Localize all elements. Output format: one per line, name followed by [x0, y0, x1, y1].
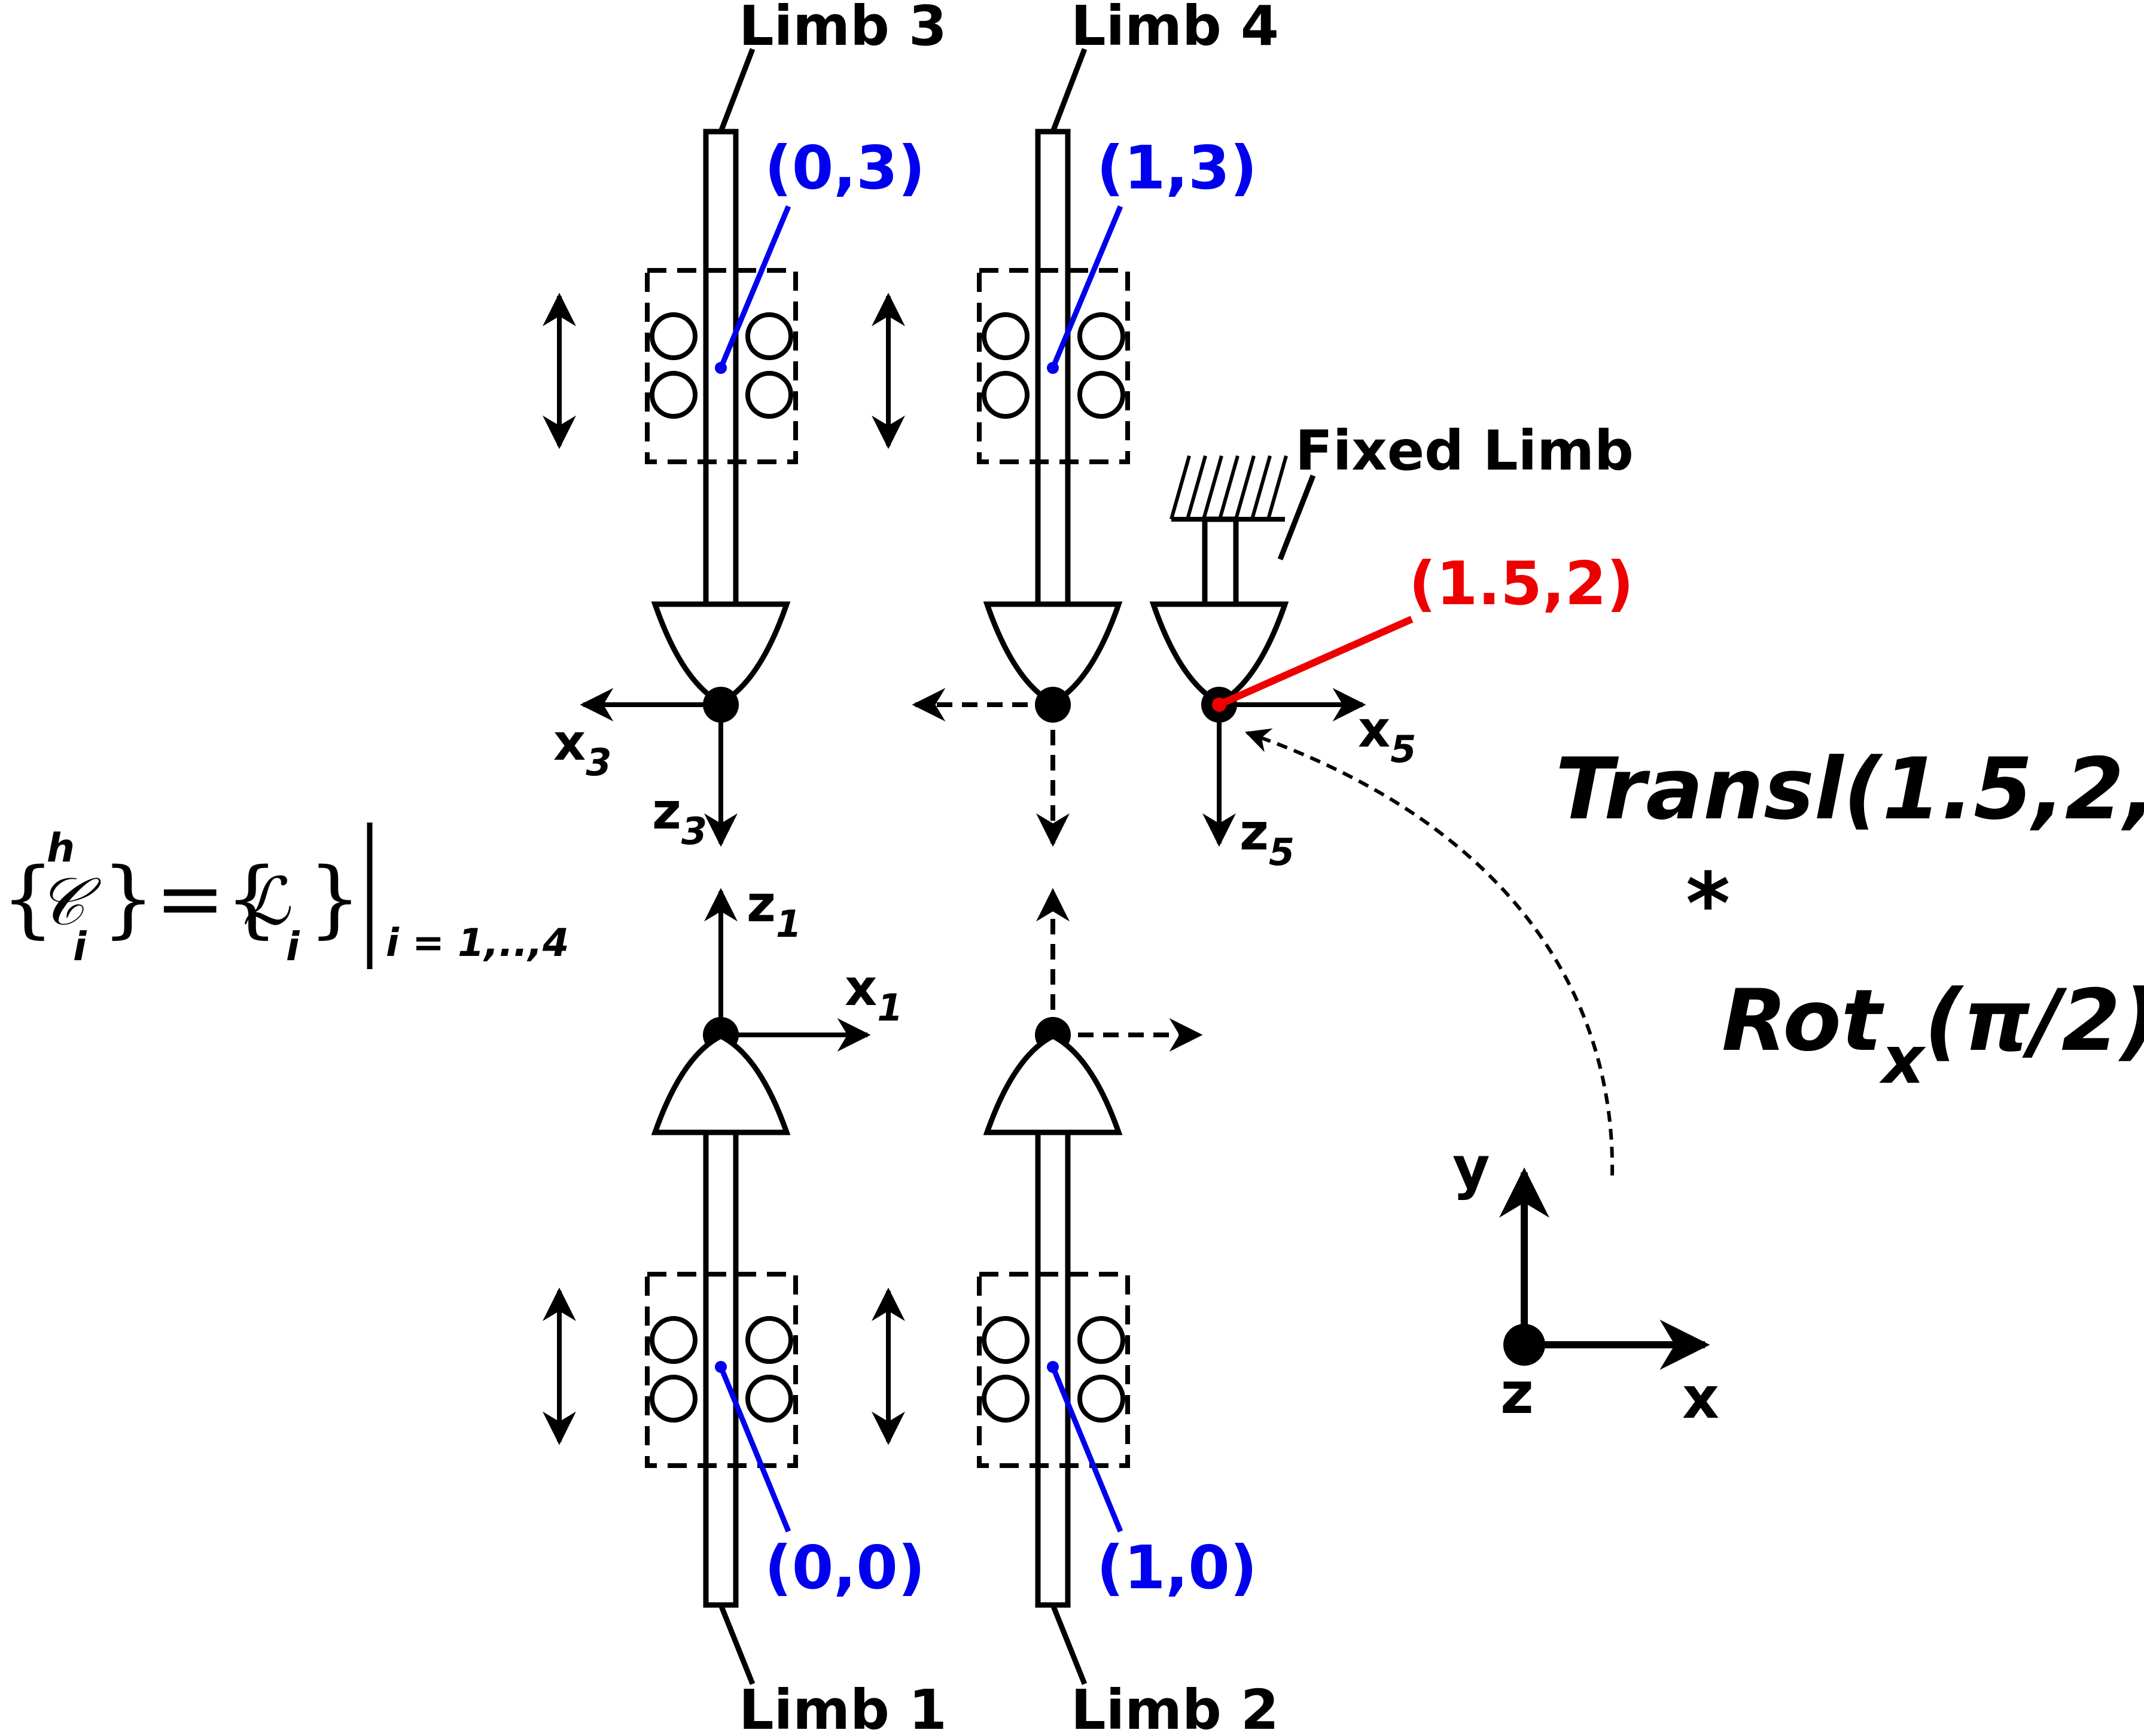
coord-13-point — [1047, 362, 1059, 374]
transform-rot: Rotx(π/2) — [1722, 971, 2144, 1098]
coord-03-point — [715, 362, 727, 374]
roller-icon — [1077, 312, 1125, 360]
limb-1-leader — [718, 1604, 756, 1685]
z5-label: z5 — [1240, 803, 1295, 874]
limb-3-prismatic-guide — [645, 268, 798, 464]
fixed-limb-label: Fixed Limb — [1295, 419, 1634, 483]
roller-icon — [982, 1316, 1030, 1364]
coord-152-label: (1.5,2) — [1409, 549, 1634, 619]
coord-00-leader — [718, 1366, 791, 1533]
limb-3-label: Limb 3 — [739, 0, 947, 58]
coord-13-leader — [1050, 205, 1123, 369]
limb-2-label: Limb 2 — [1071, 1678, 1279, 1736]
x3-label: x3 — [553, 713, 611, 784]
ground-hatch-icon — [1170, 455, 1288, 520]
formula-sub-i1: i — [73, 924, 87, 970]
roller-icon — [1077, 1316, 1125, 1364]
roller-icon — [982, 1375, 1030, 1423]
transform-transl: Transl(1.5,2,0) — [1555, 740, 2144, 839]
limb-1-foot — [651, 1033, 791, 1135]
constraint-formula: { 𝒞 h i }={ ℒ i } i = 1,..,4 — [1, 823, 569, 970]
limb-4 — [872, 48, 1130, 847]
formula-calC: 𝒞 — [37, 863, 102, 940]
roller-icon — [650, 371, 698, 419]
limb-4-label: Limb 4 — [1071, 0, 1279, 58]
x1-label: x1 — [845, 958, 903, 1030]
roller-icon — [745, 1375, 793, 1423]
formula-sub-i2: i — [286, 924, 300, 970]
roller-icon — [1077, 371, 1125, 419]
transform-curve-arrow — [1245, 728, 1615, 1176]
coord-152-leader — [1217, 616, 1414, 708]
coord-13-label: (1,3) — [1097, 133, 1257, 203]
roller-icon — [745, 1316, 793, 1364]
world-z-label: z — [1500, 1360, 1534, 1427]
coord-152-point — [1212, 698, 1226, 712]
z1-label: z1 — [747, 875, 802, 946]
formula-close-brace: } — [308, 850, 361, 948]
roller-icon — [982, 312, 1030, 360]
formula-close-eq: }={ — [102, 850, 278, 948]
fixed-limb-leader — [1277, 474, 1316, 561]
coord-03-leader — [718, 205, 791, 369]
limb-2 — [872, 888, 1203, 1685]
limb-2-prismatic-guide — [977, 1272, 1130, 1468]
limb-1-prismatic-guide — [645, 1272, 798, 1468]
formula-calL: ℒ — [242, 863, 291, 940]
fixed-limb — [1149, 455, 1414, 847]
roller-icon — [1077, 1375, 1125, 1423]
z3-label: z3 — [652, 782, 707, 853]
fixed-limb-post — [1202, 516, 1239, 607]
coord-10-label: (1,0) — [1097, 1533, 1257, 1603]
roller-icon — [650, 1316, 698, 1364]
roller-icon — [982, 371, 1030, 419]
formula-range: i = 1,..,4 — [386, 921, 569, 966]
limb-1 — [543, 888, 871, 1685]
limb-1-label: Limb 1 — [739, 1678, 947, 1736]
coord-00-point — [715, 1361, 727, 1373]
transform-times: * — [1686, 855, 1730, 954]
limb-3-leader — [718, 48, 756, 133]
world-frame — [1245, 728, 1710, 1370]
coord-03-label: (0,3) — [765, 133, 925, 203]
limb-4-prismatic-guide — [977, 268, 1130, 464]
roller-icon — [650, 1375, 698, 1423]
world-origin — [1503, 1324, 1545, 1366]
roller-icon — [745, 371, 793, 419]
limb-2-foot — [983, 1033, 1123, 1135]
world-x-label: x — [1682, 1365, 1719, 1432]
formula-sup-h: h — [47, 825, 75, 871]
x5-label: x5 — [1358, 700, 1416, 771]
roller-icon — [745, 312, 793, 360]
limb-2-leader — [1050, 1604, 1088, 1685]
roller-icon — [650, 312, 698, 360]
world-y-label: y — [1452, 1134, 1490, 1201]
limb-3 — [543, 48, 798, 847]
formula-open-brace: { — [1, 850, 54, 948]
coord-00-label: (0,0) — [765, 1533, 925, 1603]
coord-10-leader — [1050, 1366, 1123, 1533]
limb-4-leader — [1050, 48, 1088, 133]
coord-10-point — [1047, 1361, 1059, 1373]
